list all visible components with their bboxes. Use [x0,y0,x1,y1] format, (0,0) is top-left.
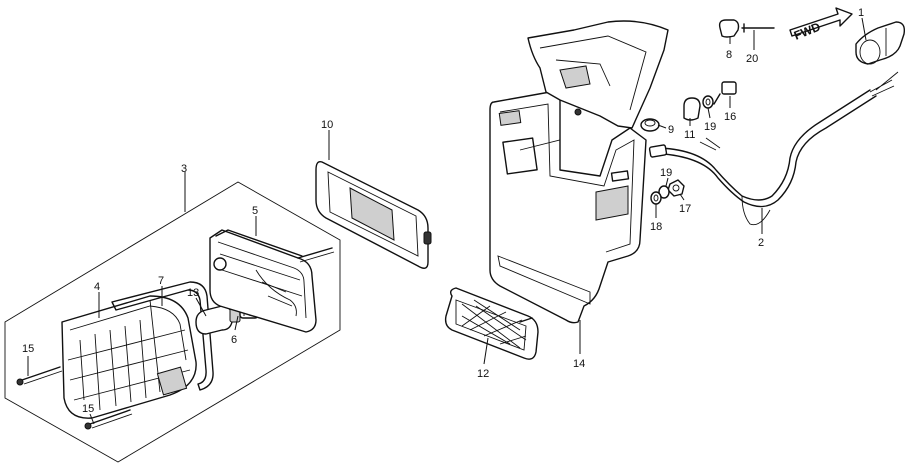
lens-screw-upper [16,366,63,386]
callout-11: 11 [684,129,695,141]
callout-4: 4 [94,281,100,293]
grommet-9 [640,118,660,132]
fender-tray [527,20,669,129]
bolt-16 [713,81,737,105]
rubber-cushion-11 [683,97,701,121]
callout-15-lower: 15 [82,403,94,415]
callout-12: 12 [477,368,489,380]
wire-harness [648,71,899,226]
callout-14: 14 [573,358,585,370]
callout-6: 6 [231,334,237,346]
washer-19-lower [658,185,670,199]
callout-15-upper: 15 [22,343,34,355]
taillight-assembly-box [4,181,341,463]
taillight-lens [61,295,197,419]
callout-19-lower: 19 [660,167,672,179]
nut-17 [667,179,685,197]
collar-8 [718,19,740,38]
callout-9: 9 [668,124,674,136]
license-light-cover [315,160,432,269]
callout-8: 8 [726,49,732,61]
license-bracket [489,90,647,324]
callout-10: 10 [321,119,333,131]
callout-17: 17 [679,203,691,215]
callout-18: 18 [650,221,662,233]
callout-5: 5 [252,205,258,217]
callout-20: 20 [746,53,758,65]
taillight-base [209,229,335,333]
washer-19-upper [702,95,714,109]
lens-gasket [111,281,214,391]
leader-lines [27,17,867,425]
callout-16: 16 [724,111,736,123]
callout-3: 3 [181,163,187,175]
washer-18 [650,191,662,205]
callout-13: 13 [187,287,199,299]
connector-cover [855,21,906,65]
callout-1: 1 [858,7,864,19]
bolt-20 [741,23,775,33]
callout-7: 7 [158,275,164,287]
callout-2: 2 [758,237,764,249]
rear-reflector [444,287,539,360]
callout-19-upper: 19 [704,121,716,133]
fwd-label: FWD [792,19,823,42]
lens-screw-lower [84,409,133,430]
forward-direction-arrow: FWD [789,7,853,43]
